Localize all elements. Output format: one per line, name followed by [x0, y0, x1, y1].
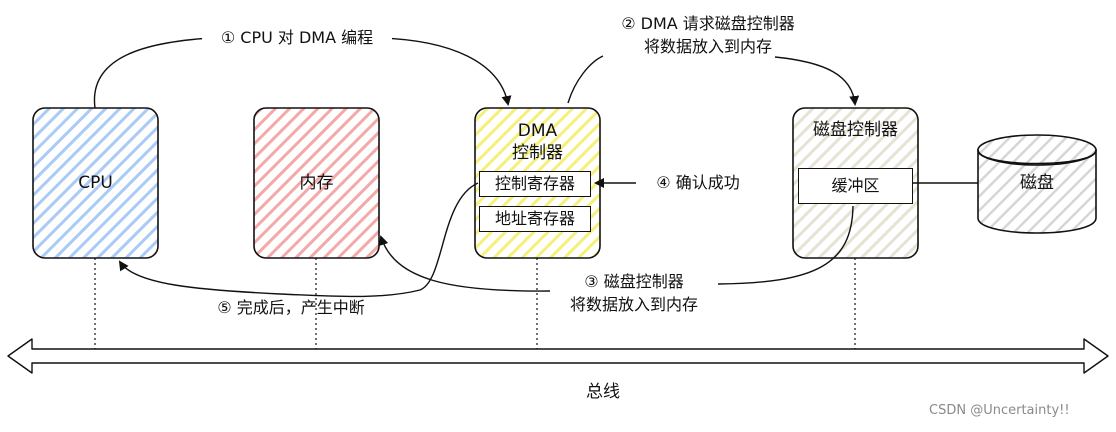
step4-label: ④ 确认成功	[636, 173, 760, 193]
step5-label: ⑤ 完成后，产生中断	[217, 298, 365, 317]
step1-label: ① CPU 对 DMA 编程	[202, 28, 392, 48]
buffer-register: 缓冲区	[798, 168, 913, 204]
cpu-label: CPU	[78, 173, 113, 193]
disk-cylinder	[977, 134, 1097, 234]
bus-arrow	[7, 338, 1109, 374]
cpu-box	[32, 107, 159, 259]
step3-label-line2: 将数据放入到内存	[569, 295, 698, 314]
dma-control-register: 控制寄存器	[479, 171, 591, 197]
step2-label-line1: ② DMA 请求磁盘控制器	[621, 14, 795, 33]
dma-title: DMA	[517, 121, 558, 141]
step5-arrow	[118, 182, 479, 298]
memory-label: 内存	[299, 173, 334, 193]
step3-arrow	[381, 205, 854, 292]
step3-label-line1: ③ 磁盘控制器	[584, 272, 684, 291]
step2-label-line2: 将数据放入到内存	[643, 37, 772, 56]
step2-arrow	[567, 55, 855, 104]
step1-arrow	[93, 37, 512, 109]
dma-address-register: 地址寄存器	[479, 206, 591, 232]
dma-subtitle: 控制器	[512, 143, 563, 163]
memory-box	[253, 107, 380, 259]
bus-drop-lines	[94, 258, 856, 350]
watermark: CSDN @Uncertainty!!	[929, 403, 1070, 418]
bus-label: 总线	[586, 382, 620, 402]
disk-controller-label: 磁盘控制器	[813, 120, 898, 140]
disk-label: 磁盘	[1020, 173, 1054, 193]
